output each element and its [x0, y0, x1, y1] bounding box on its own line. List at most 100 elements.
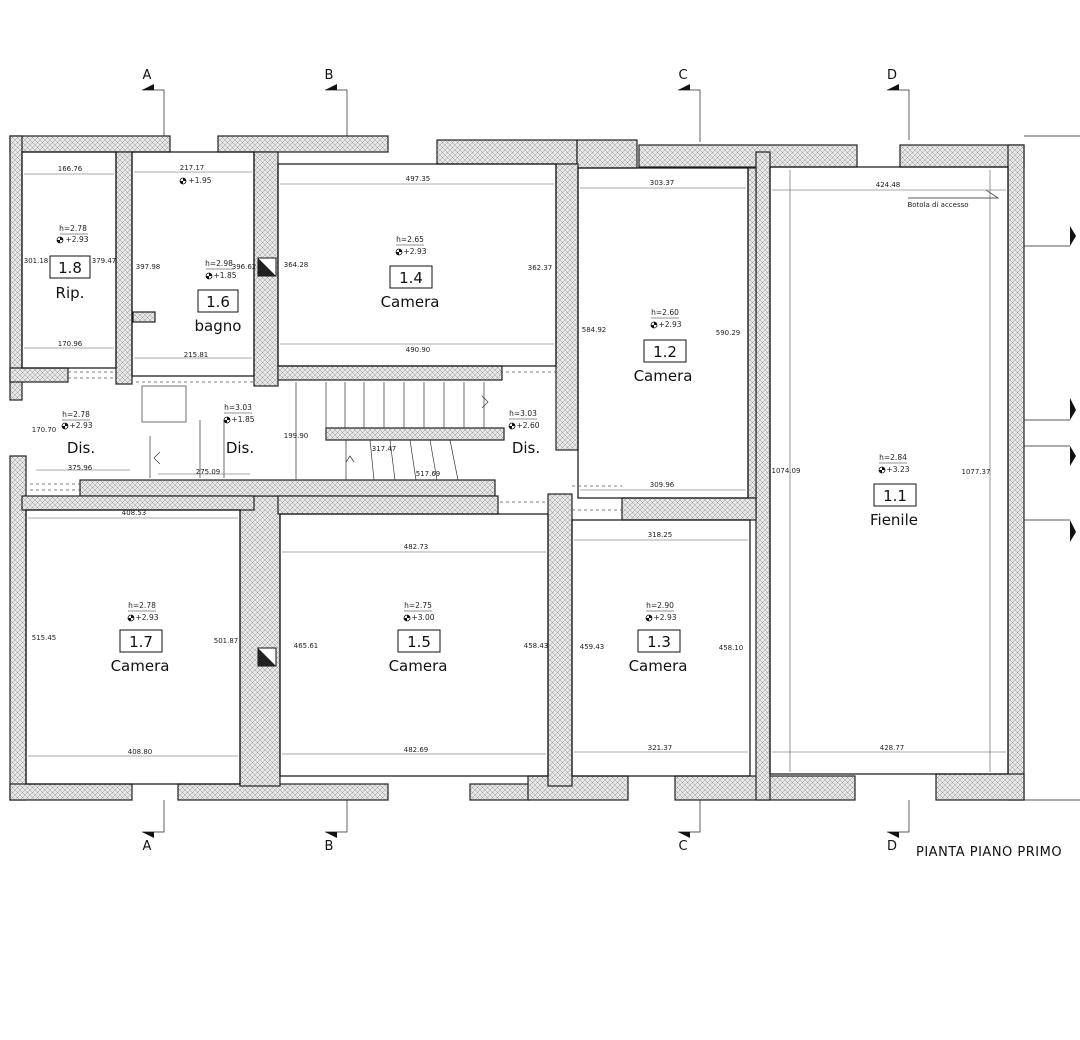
svg-text:1077.37: 1077.37	[962, 468, 991, 476]
height-label: h=2.78	[128, 601, 156, 610]
room-name: Dis.	[226, 439, 254, 457]
svg-text:215.81: 215.81	[184, 351, 209, 359]
room-1-3: h=2.90 +2.93 1.3 Camera	[629, 601, 688, 675]
svg-text:217.17: 217.17	[180, 164, 205, 172]
room-name: Dis.	[512, 439, 540, 457]
room-1-1: h=2.84 +3.23 1.1 Fienile	[870, 453, 918, 529]
svg-text:459.43: 459.43	[580, 643, 605, 651]
section-markers-top: A B C D	[142, 68, 910, 142]
room-1-7: h=2.78 +2.93 1.7 Camera	[111, 601, 170, 675]
svg-text:501.87: 501.87	[214, 637, 239, 645]
room-name: Camera	[389, 657, 448, 675]
svg-text:428.77: 428.77	[880, 744, 905, 752]
svg-text:490.90: 490.90	[406, 346, 431, 354]
axis-label-c-top: C	[678, 68, 687, 83]
height-label: h=2.78	[62, 410, 90, 419]
room-name: bagno	[195, 317, 242, 335]
height-label: h=2.75	[404, 601, 432, 610]
level-label: +1.85	[214, 271, 237, 280]
svg-text:465.61: 465.61	[294, 642, 319, 650]
dimension-lines	[24, 170, 1006, 772]
svg-text:1074.09: 1074.09	[772, 467, 801, 475]
height-label: h=2.98	[205, 259, 233, 268]
section-markers-right	[1020, 135, 1080, 801]
room-name: Camera	[111, 657, 170, 675]
axis-label-d-bottom: D	[887, 839, 897, 854]
corridor-left: h=2.78 +2.93 Dis.	[61, 410, 95, 457]
room-name: Camera	[634, 367, 693, 385]
level-label: +2.60	[517, 421, 540, 430]
room-1-6: +1.95 h=2.98 +1.85 1.6 bagno	[179, 176, 242, 335]
svg-text:482.69: 482.69	[404, 746, 429, 754]
height-label: h=2.90	[646, 601, 674, 610]
svg-text:458.43: 458.43	[524, 642, 549, 650]
svg-text:408.53: 408.53	[122, 509, 147, 517]
height-label: h=2.84	[879, 453, 907, 462]
room-outlines	[21, 151, 1009, 785]
svg-text:458.10: 458.10	[719, 644, 744, 652]
room-1-4: h=2.65 +2.93 1.4 Camera	[381, 235, 440, 311]
svg-text:497.35: 497.35	[406, 175, 431, 183]
svg-text:482.73: 482.73	[404, 543, 429, 551]
level-label: +2.93	[404, 247, 427, 256]
svg-text:379.47: 379.47	[92, 257, 117, 265]
svg-text:303.37: 303.37	[650, 179, 675, 187]
corridor-middle: h=3.03 +1.85 Dis.	[223, 403, 255, 457]
level-label: +2.93	[659, 320, 682, 329]
height-label: h=2.60	[651, 308, 679, 317]
svg-text:321.37: 321.37	[648, 744, 673, 752]
corridor-right: h=3.03 +2.60 Dis.	[508, 409, 540, 457]
svg-text:170.96: 170.96	[58, 340, 83, 348]
svg-text:166.76: 166.76	[58, 165, 83, 173]
height-label: h=3.03	[509, 409, 537, 418]
level-label: +3.23	[887, 465, 910, 474]
level-label: +2.93	[70, 421, 93, 430]
room-1-5: h=2.75 +3.00 1.5 Camera	[389, 601, 448, 675]
svg-text:199.90: 199.90	[284, 432, 309, 440]
room-name: Rip.	[56, 284, 85, 302]
room-number: 1.2	[653, 343, 677, 361]
axis-label-b-bottom: B	[325, 839, 334, 854]
room-number: 1.8	[58, 259, 82, 277]
svg-text:375.96: 375.96	[68, 464, 93, 472]
svg-text:301.18: 301.18	[24, 257, 49, 265]
room-1-8: h=2.78 +2.93 1.8 Rip.	[49, 224, 91, 302]
level-label: +2.93	[136, 613, 159, 622]
svg-text:275.09: 275.09	[196, 468, 221, 476]
trapdoor-note: Botola di accesso	[907, 201, 968, 209]
axis-label-b-top: B	[325, 68, 334, 83]
room-number: 1.3	[647, 633, 671, 651]
svg-text:584.92: 584.92	[582, 326, 607, 334]
height-label: h=2.65	[396, 235, 424, 244]
room-name: Dis.	[67, 439, 95, 457]
room-number: 1.1	[883, 487, 907, 505]
room-number: 1.6	[206, 293, 230, 311]
room-name: Camera	[629, 657, 688, 675]
svg-text:364.28: 364.28	[284, 261, 309, 269]
room-name: Fienile	[870, 511, 918, 529]
chimney-icons	[257, 257, 277, 667]
room-name: Camera	[381, 293, 440, 311]
svg-text:362.37: 362.37	[528, 264, 553, 272]
room-number: 1.7	[129, 633, 153, 651]
svg-text:397.98: 397.98	[136, 263, 161, 271]
section-markers-bottom: A B C D	[142, 800, 910, 854]
svg-text:170.70: 170.70	[32, 426, 57, 434]
axis-label-d-top: D	[887, 68, 897, 83]
plan-title: PIANTA PIANO PRIMO	[916, 845, 1062, 860]
svg-text:396.62: 396.62	[232, 263, 257, 271]
height-label: h=2.78	[59, 224, 87, 233]
level-label: +2.93	[66, 235, 89, 244]
svg-text:317.47: 317.47	[372, 445, 397, 453]
level-label-upper: +1.95	[189, 176, 212, 185]
level-label: +3.00	[412, 613, 435, 622]
dashed-openings	[30, 371, 622, 511]
axis-label-a-bottom: A	[143, 839, 152, 854]
svg-text:590.29: 590.29	[716, 329, 741, 337]
stair-lines	[141, 382, 489, 481]
height-label: h=3.03	[224, 403, 252, 412]
svg-text:318.25: 318.25	[648, 531, 673, 539]
room-1-2: h=2.60 +2.93 1.2 Camera	[634, 308, 693, 385]
walls	[9, 135, 1025, 801]
